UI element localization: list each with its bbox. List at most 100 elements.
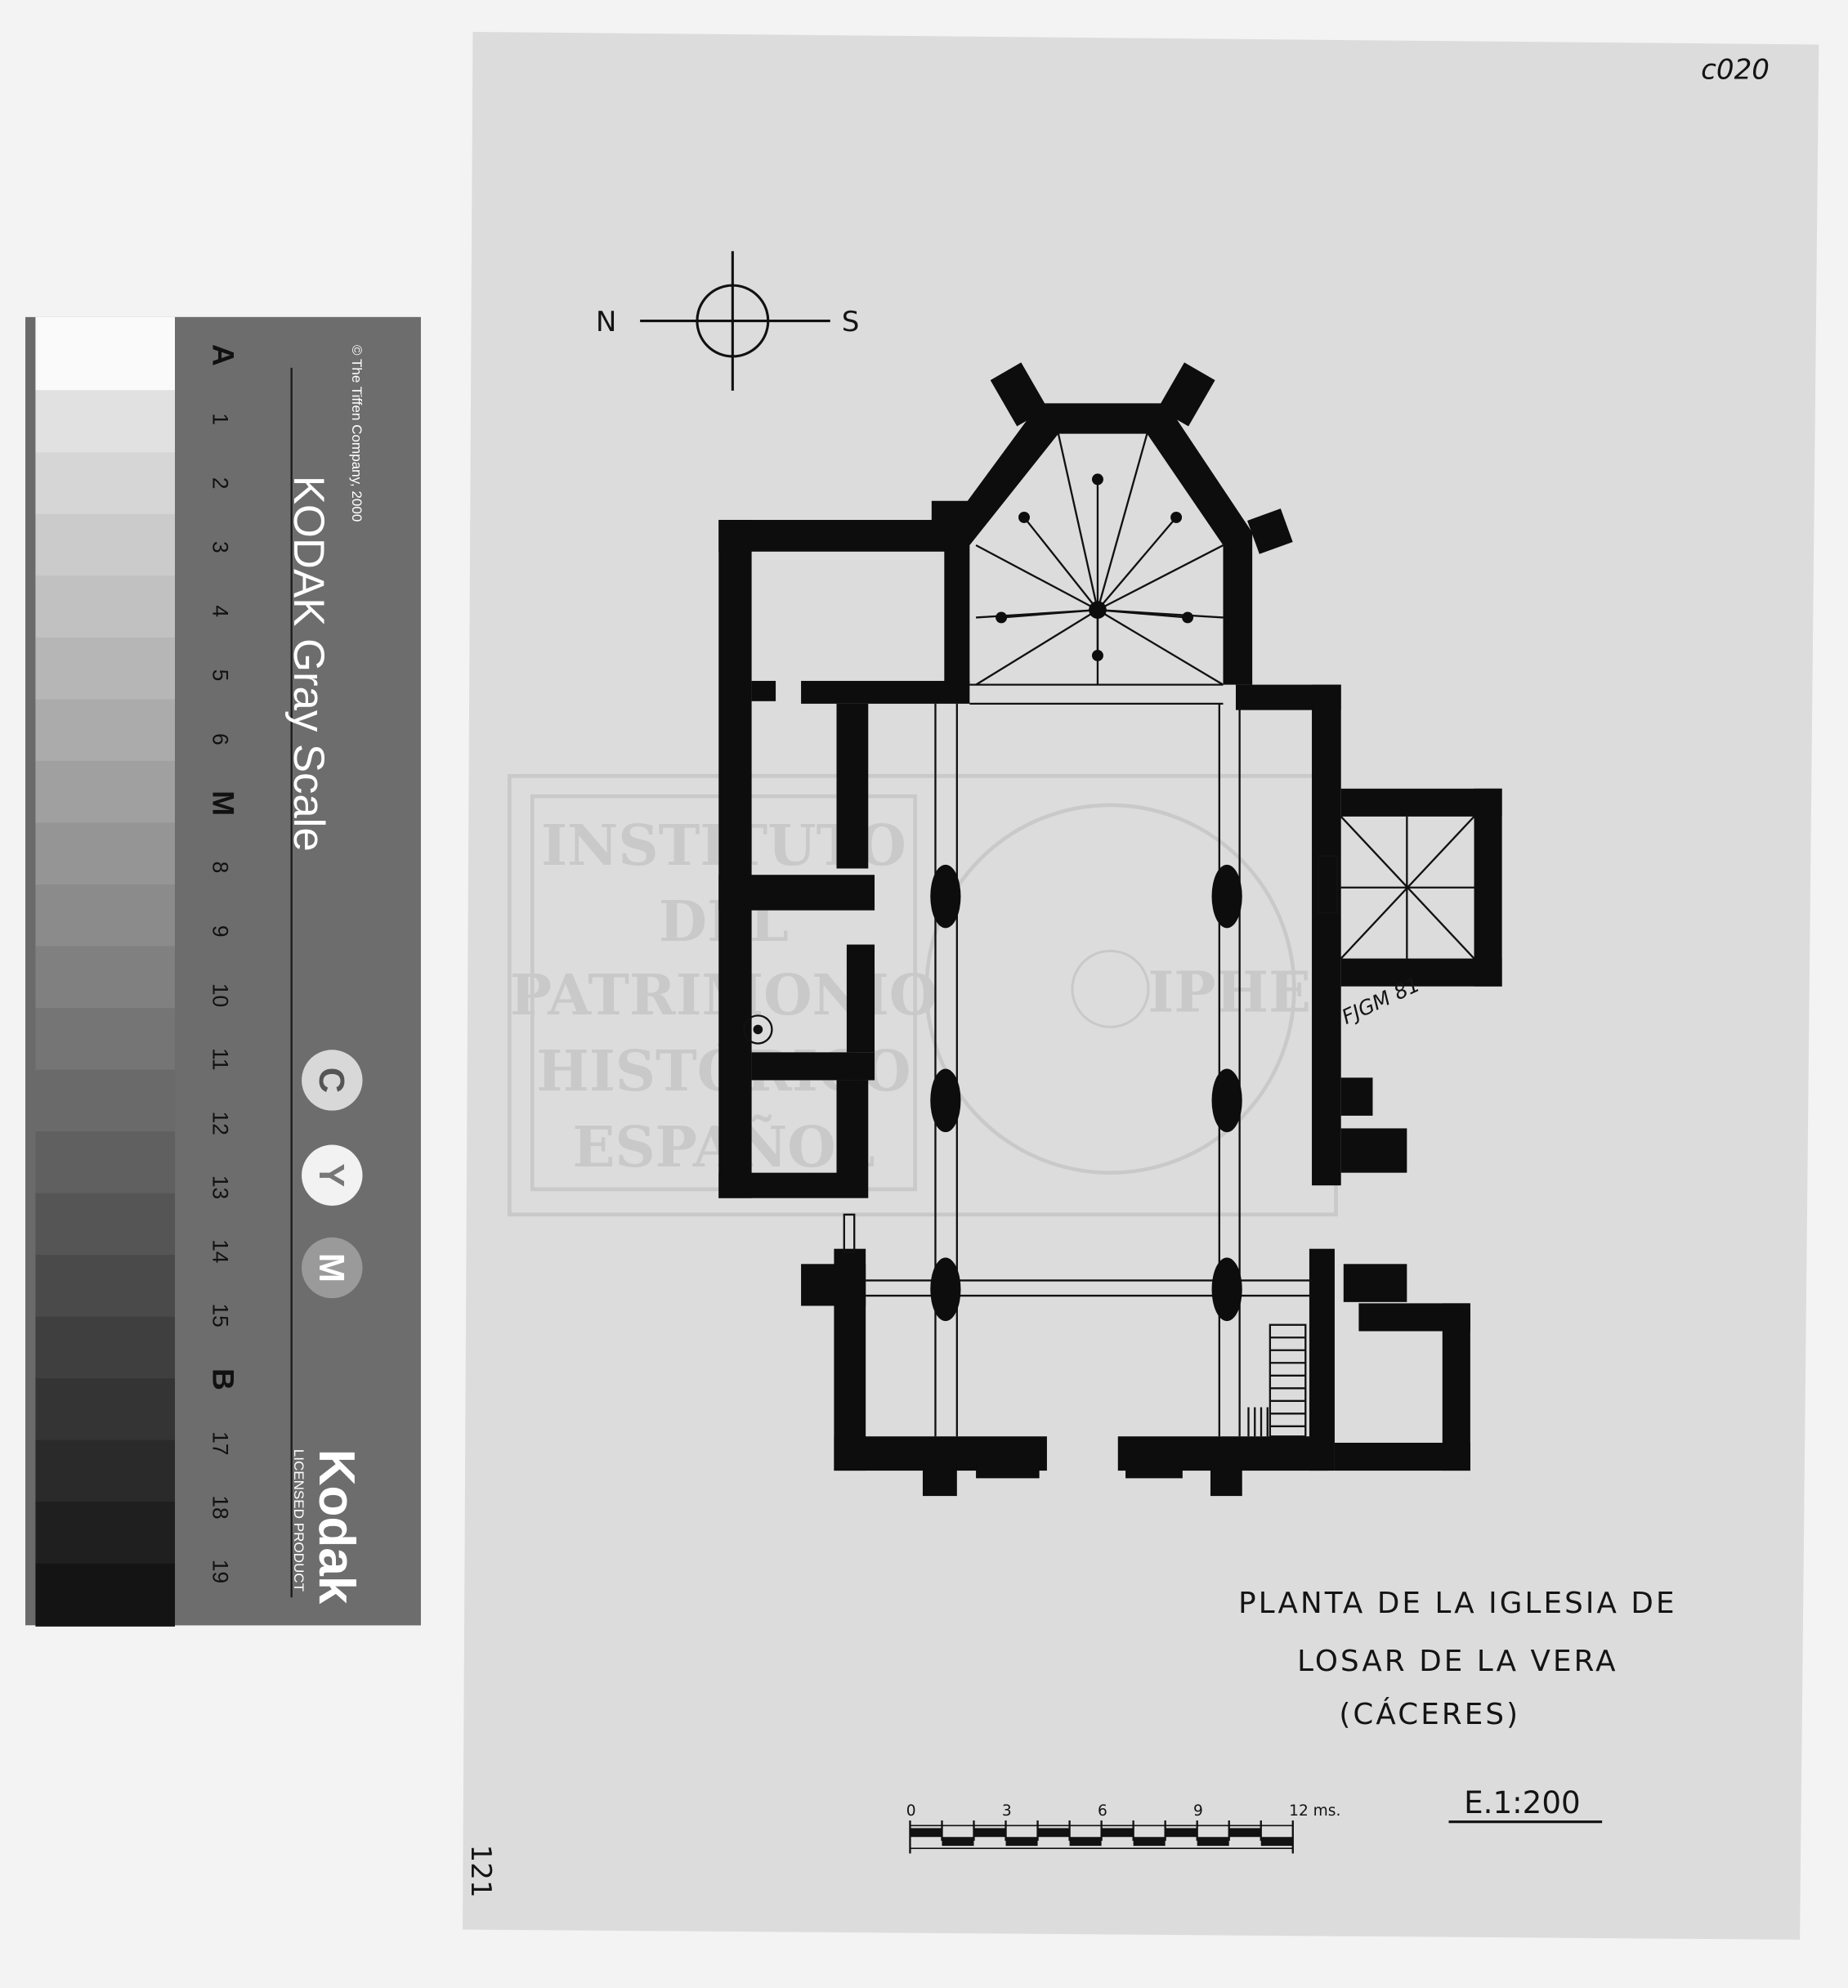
- gray-patch: [35, 1378, 176, 1442]
- scale-tick-label: 9: [1193, 1802, 1203, 1820]
- patch-label: B: [207, 1368, 241, 1390]
- pillar: [1211, 1257, 1242, 1322]
- gray-patch: [35, 1069, 176, 1133]
- gray-patch: [35, 1193, 176, 1256]
- pillar: [930, 1257, 961, 1322]
- title-line-3: (CÁCERES): [1339, 1697, 1520, 1731]
- scale-tick-label: 12 ms.: [1289, 1802, 1340, 1820]
- licensed-product-text: LICENSED PRODUCT: [291, 1449, 307, 1592]
- yellow-marker: [302, 1144, 363, 1206]
- kodak-logo: Kodak: [308, 1449, 365, 1605]
- color-markers: C Y M: [302, 1050, 363, 1299]
- gray-patch: [35, 1316, 176, 1380]
- gray-patch: [35, 884, 176, 948]
- rib-boss: [1091, 473, 1103, 486]
- gray-patch: [35, 946, 176, 1010]
- cyan-marker: [302, 1050, 363, 1111]
- rib-boss: [996, 611, 1008, 624]
- gray-patch: [35, 822, 176, 886]
- pillar: [930, 864, 961, 929]
- scale-segment: [942, 1837, 974, 1847]
- title-line-2: LOSAR DE LA VERA: [1297, 1645, 1618, 1678]
- patch-label: 12: [208, 1112, 233, 1135]
- gray-patch: [35, 760, 176, 825]
- scale-tick-label: 6: [1098, 1802, 1107, 1820]
- scale-segment: [1005, 1837, 1038, 1847]
- gray-scale-title: KODAK Gray Scale: [284, 476, 333, 852]
- gray-patch: [35, 1440, 176, 1503]
- patch-label: 6: [208, 733, 233, 746]
- sheet-code: c020: [1701, 53, 1770, 86]
- patch-label: 4: [208, 605, 233, 617]
- patch-label: 2: [208, 477, 233, 490]
- scale-text: E.1:200: [1464, 1784, 1581, 1820]
- patch-label: 11: [208, 1048, 233, 1070]
- scale-segment: [1260, 1837, 1293, 1847]
- patch-label: 3: [208, 541, 233, 553]
- watermark-acronym: IPHE: [1148, 960, 1311, 1026]
- patch-label: 19: [208, 1560, 233, 1583]
- patch-label: 13: [208, 1175, 233, 1199]
- gray-patches: [35, 316, 176, 1627]
- staircase: [1247, 1323, 1307, 1438]
- patch-label: M: [207, 790, 241, 816]
- gray-patch: [35, 452, 176, 516]
- gray-patch: [35, 575, 176, 639]
- gray-patch: [35, 1008, 176, 1072]
- drawing-sheet: c020 121 INSTITUTO DEL PATRIMONIO HISTÓR…: [463, 31, 1819, 1940]
- cyan-label: C: [311, 1068, 351, 1093]
- pillar: [1211, 864, 1242, 929]
- scale-segment: [1037, 1828, 1070, 1838]
- rib-boss: [1182, 611, 1194, 624]
- pillar: [1211, 1068, 1242, 1133]
- scale-segment: [1228, 1828, 1261, 1838]
- patch-label: 18: [208, 1495, 233, 1519]
- scale-segment: [1101, 1828, 1134, 1838]
- scale-tick-label: 3: [1002, 1802, 1012, 1820]
- patch-label: A: [207, 344, 241, 366]
- gray-patch: [35, 1502, 176, 1565]
- scale-segment: [910, 1828, 942, 1838]
- copyright-text: © The Tiffen Company, 2000: [349, 345, 365, 522]
- rib-boss: [1018, 511, 1030, 523]
- compass-north: N: [596, 306, 617, 338]
- gray-patch: [35, 513, 176, 577]
- title-line-1: PLANTA DE LA IGLESIA DE: [1238, 1587, 1676, 1620]
- patch-label: 1: [208, 413, 233, 425]
- patch-label: 17: [208, 1431, 233, 1455]
- gray-patch: [35, 390, 176, 454]
- rib-boss: [1091, 649, 1103, 661]
- patch-label: 5: [208, 669, 233, 682]
- patch-label: 10: [208, 983, 233, 1007]
- scale-segment: [973, 1828, 1006, 1838]
- pillar: [930, 1068, 961, 1133]
- compass-icon: [640, 251, 830, 391]
- scale-bar: 0 3 6 9 12 ms.: [906, 1802, 1340, 1854]
- archive-number: 121: [464, 1845, 497, 1898]
- walls: [718, 362, 1502, 1497]
- gray-patch: [35, 1563, 176, 1627]
- patch-label: 14: [208, 1239, 233, 1263]
- scale-segment: [1069, 1837, 1102, 1847]
- church-floor-plan: [718, 362, 1502, 1497]
- gray-patch: [35, 1255, 176, 1319]
- gray-patch: [35, 699, 176, 763]
- patch-label: 15: [208, 1303, 233, 1327]
- scale-segment: [1133, 1837, 1166, 1847]
- gray-patch: [35, 1131, 176, 1195]
- scale-tick-label: 0: [906, 1802, 916, 1820]
- magenta-marker: [302, 1237, 363, 1299]
- scale-segment: [1165, 1828, 1197, 1838]
- patch-label: 9: [208, 925, 233, 938]
- pillars: [930, 473, 1242, 1322]
- patch-label: 8: [208, 862, 233, 874]
- rib-boss: [1170, 511, 1183, 523]
- scale-segment: [1197, 1837, 1229, 1847]
- gray-patch: [35, 637, 176, 701]
- yellow-label: Y: [311, 1163, 351, 1187]
- compass-south: S: [842, 306, 860, 338]
- magenta-label: M: [311, 1253, 351, 1283]
